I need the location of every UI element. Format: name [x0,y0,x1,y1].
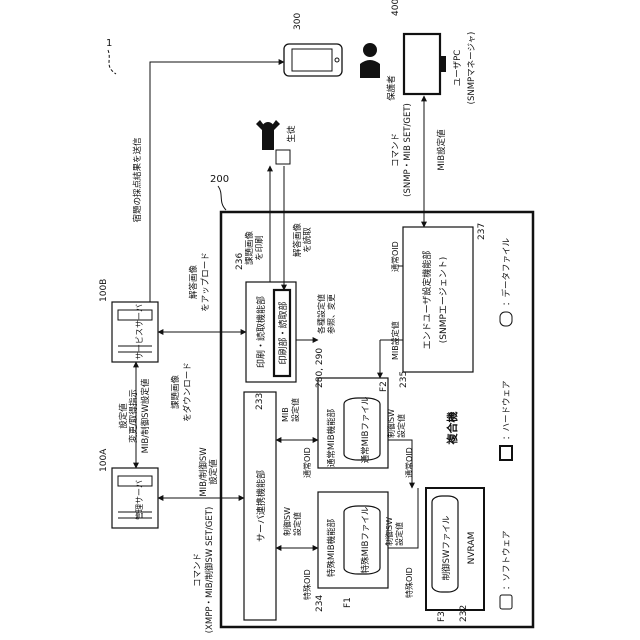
system-ref-leader [108,50,116,74]
student-label: 生徒 [286,125,297,143]
print-read-inner-ref: 280, 290 [315,348,325,388]
label-normal-oid-3: 通常OID [404,447,414,478]
enduser-setting-label: エンドユーザ設定機能部 [421,251,433,350]
label-print-task-1: 課題画像 [244,231,255,266]
label-ctrl-sw-2a: 制御SW [386,409,396,438]
service-server-ref: 100B [99,279,109,302]
label-read-answer-2: を読取 [302,227,313,253]
print-read-inner-label: 印刷部・読取部 [277,301,289,364]
enduser-setting-ref: 237 [477,223,487,240]
special-mib-file-ref: F1 [343,597,353,608]
label-upload-2: をアップロード [201,252,211,312]
label-mib-sw-setting: MIB/制御SW設定値 [140,378,151,453]
special-mib-ref: 234 [315,595,325,612]
print-read-ref: 236 [235,253,245,270]
label-ctrl-sw-1a: 制御SW [282,507,292,536]
special-mib-label: 特殊MIB機能部 [326,518,337,577]
answer-sheet-icon [276,150,290,164]
label-various-1: 各種設定値 [316,294,326,334]
server-link-ref: 233 [255,393,265,410]
label-mib-setting-1: MIB設定値 [436,129,447,171]
label-mib-setting-2: MIB設定値 [390,321,400,360]
label-mib-sw-b: 設定値 [208,459,219,485]
mfp-ref: 200 [210,174,229,185]
label-download-2: をダウンロード [182,362,193,422]
mfp-title: 複合機 [445,412,459,446]
mfp-ref-leader [218,186,226,210]
label-download-1: 課題画像 [170,375,181,410]
label-setting-value: 設定値 [118,403,129,429]
enduser-setting-box [403,227,473,372]
label-command-xmpp-2: (XMPP・MIB/制御SW SET/GET) [204,507,215,634]
label-various-2: 参照、変更 [326,294,336,334]
smartphone [284,44,342,76]
label-mib-sw-a: MIB/制御SW [198,447,209,497]
label-mib-setting-internal-2: 設定値 [290,398,300,422]
print-read-label: 印刷・読取機能部 [255,296,267,368]
user-pc-sublabel: (SNMPマネージャ) [467,32,477,105]
nvram-label: NVRAM [467,532,477,565]
enduser-setting-sublabel: (SNMPエージェント) [439,257,449,343]
label-print-task-2: を印刷 [254,235,265,261]
normal-mib-file-ref: F2 [379,381,389,392]
server-link-label: サーバ連携機能部 [255,470,267,542]
user-pc-ref: 400 [391,0,401,16]
label-normal-oid-2: 通常OID [390,241,400,272]
label-upload-1: 解答画像 [188,265,199,300]
service-server-label: サービスサーバ [135,304,144,360]
legend-software-box [500,595,512,609]
student-icon [256,120,280,150]
nvram-ref: 232 [459,605,469,622]
smartphone-ref: 300 [293,13,303,30]
legend-hardware-box [500,446,512,460]
label-send-results: 宿題の採点結果を送信 [132,137,143,223]
label-special-oid-1: 特殊OID [302,569,312,600]
label-ctrl-sw-1b: 設定値 [292,512,302,536]
legend-datafile: ：データファイル [501,237,512,306]
label-command-snmp-1: コマンド [391,133,401,167]
management-server-label: 管理サーバ [134,480,144,520]
label-read-answer-1: 解答画像 [292,223,303,258]
normal-mib-ref: 235 [399,371,409,388]
management-server-ref: 100A [99,448,109,472]
legend-software: ：ソフトウェア [502,530,512,590]
guardian-label: 保護者 [386,75,397,101]
label-command-snmp-2: (SNMP・MIB SET/GET) [403,103,413,197]
user-pc [404,34,446,94]
normal-mib-label: 通常MIB機能部 [326,408,337,467]
label-command-xmpp-1: コマンド [193,553,203,587]
label-ctrl-sw-2b: 設定値 [396,414,406,438]
user-pc-label: ユーザPC [453,50,463,86]
label-mib-setting-internal-1: MIB [281,407,290,422]
label-ctrl-sw-3a: 制御SW [384,517,394,546]
legend-datafile-box [500,312,512,326]
label-change-instruction: 変更/取得指示 [128,389,139,443]
nvram-file-ref: F3 [437,611,447,622]
nvram-file-label: 制御SWファイル [441,515,452,580]
normal-mib-file-label: 通常MIBファイル [360,396,371,463]
label-normal-oid-1: 通常OID [302,447,312,478]
label-ctrl-sw-3b: 設定値 [394,522,404,546]
system-ref: 1 [106,38,112,49]
special-mib-file-label: 特殊MIBファイル [360,506,371,573]
guardian-icon [360,43,380,78]
label-special-oid-2: 特殊OID [404,567,414,598]
legend-hardware: ：ハードウェア [502,380,512,440]
mfp-box [221,212,533,627]
